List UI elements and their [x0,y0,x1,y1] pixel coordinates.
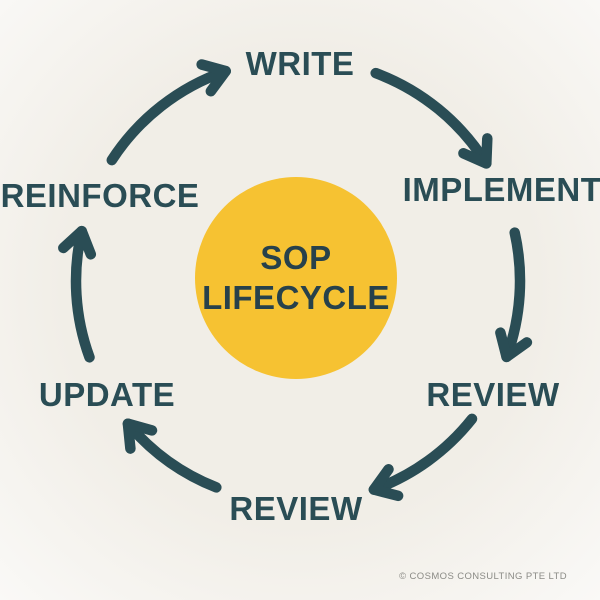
center-title-line1: SOP [260,239,332,276]
step-label-review-bottom: REVIEW [229,490,363,527]
center-title-line2: LIFECYCLE [202,279,390,316]
cycle-arrow-6 [58,225,97,363]
cycle-arrow-1 [106,59,231,166]
step-label-update: UPDATE [38,376,176,413]
cycle-arrow-3 [495,227,533,363]
cycle-arrow-4 [368,413,478,502]
center-circle: SOP LIFECYCLE [195,177,397,379]
cycle-arrow-5 [122,418,222,493]
cycle-arrow-2 [370,67,493,169]
step-label-reinforce: REINFORCE [0,177,200,214]
step-label-review-right: REVIEW [426,376,560,413]
step-label-write: WRITE [245,45,355,82]
step-label-implement: IMPLEMENT [402,171,600,208]
copyright-text: © COSMOS CONSULTING PTE LTD [399,571,567,582]
